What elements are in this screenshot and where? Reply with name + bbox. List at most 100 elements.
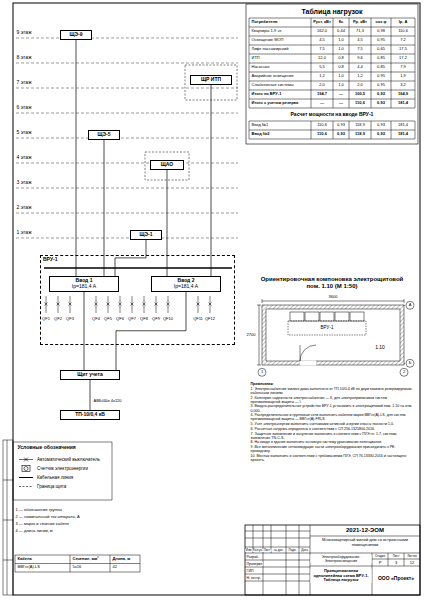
label-text: 4 — длина линии, м — [15, 529, 53, 534]
feeder-breaker — [120, 296, 121, 313]
node-text: ЩР ИТП — [193, 77, 229, 83]
load-table-grid — [333, 18, 334, 108]
label-text: ГИП — [246, 569, 254, 573]
feeder-breaker — [209, 303, 212, 306]
node-text: Iр=181,4 А — [154, 284, 218, 290]
label-text: Итого с учетом резерва — [251, 101, 299, 106]
label-text: 3 этаж — [16, 180, 32, 186]
feeder-breaker — [57, 303, 60, 306]
floor-line — [16, 188, 238, 189]
binding-strip — [7, 440, 8, 595]
feeder-breaker — [131, 303, 134, 306]
load-table-grid — [249, 54, 415, 55]
label-text: Насосная — [251, 65, 270, 70]
title-block-grid — [286, 525, 287, 595]
label-text: 4,4 — [357, 65, 364, 70]
label-text: № док. — [273, 549, 284, 552]
legend-sample — [18, 456, 34, 463]
label-text: Ввод №1 — [251, 123, 269, 128]
label-text: 17,2 — [399, 56, 408, 61]
legend-block: Автоматический выключательСчетчик электр… — [18, 455, 100, 491]
label-text: 1,0 — [338, 38, 345, 43]
binding-strip — [3, 520, 13, 521]
title-block-grid — [245, 531, 310, 532]
label-text: 6 этаж — [16, 105, 32, 111]
label-text: 5 этаж — [16, 130, 32, 136]
feeder-breaker — [45, 296, 212, 313]
load-table-grid — [311, 121, 312, 139]
load-table-grid — [246, 4, 418, 144]
label-text: 0,95 — [377, 38, 386, 43]
title-block-grid — [245, 574, 310, 575]
panel-box: ТП-10/0,4 кВ — [60, 410, 120, 420]
node-text: ВРУ-1 — [43, 257, 232, 263]
label-text: QF11 — [193, 317, 204, 322]
legend-row: Кабельная линия — [18, 473, 100, 482]
load-table-grid — [246, 4, 418, 144]
load-table-grid — [349, 18, 350, 108]
legend-row: Автоматический выключатель — [18, 455, 100, 464]
label-text: Сечение, мм² — [72, 557, 99, 562]
label-text: 3 — [394, 561, 397, 566]
note-text: 6. Расчетная нагрузка определена в соотв… — [250, 427, 416, 431]
label-text: Ориентировочная компоновка электрощитово… — [257, 276, 408, 290]
floor-line — [16, 163, 238, 164]
label-text: 12 — [409, 561, 414, 566]
cable-line — [211, 85, 212, 276]
note-text: 9. Все металлические нетоковедущие части… — [250, 445, 416, 453]
legend-sample — [18, 483, 34, 490]
note-text: 10. Монтаж выполнить в соответствии с тр… — [250, 454, 416, 462]
label-text: Итого по ВРУ-1 — [251, 92, 282, 97]
label-text: 2 — номинальный ток аппарата, А — [15, 515, 80, 520]
floor-line — [16, 213, 238, 214]
label-text: QF3 — [66, 317, 75, 322]
label-text: 164,9 — [397, 92, 408, 97]
label-text: Таблица нагрузок — [301, 8, 363, 16]
label-text: QF7 — [128, 317, 137, 322]
legend-row: Счетчик электроэнергии — [18, 464, 100, 473]
panel-box: ЩАО — [150, 160, 184, 170]
label-text: Лист — [392, 555, 400, 558]
label-text: Квартиры 1-9 эт. — [251, 29, 282, 34]
room-plan — [259, 305, 260, 365]
feeder-breaker — [167, 303, 170, 306]
room-plan — [300, 345, 301, 361]
label-text: 0,95 — [377, 83, 386, 88]
notes-block: Примечания:1. Электроснабжение жилого до… — [250, 382, 416, 463]
label-text: 194,7 — [316, 92, 327, 97]
feeder-breaker — [45, 303, 48, 306]
room-plan — [404, 299, 405, 303]
label-text: Многоквартирный жилой дом со встроенными… — [313, 538, 418, 547]
title-block-grid — [263, 525, 264, 595]
label-text: 0,93 — [377, 101, 386, 106]
label-text: QF2 — [54, 317, 63, 322]
label-text: ИТП — [251, 56, 260, 61]
label-text: Разраб. — [246, 555, 260, 559]
room-plan — [262, 301, 404, 302]
floor-line — [16, 138, 238, 139]
label-text: 110,6 — [398, 29, 409, 34]
label-text: Ввод №2 — [251, 132, 270, 137]
feeder-breaker — [197, 303, 200, 306]
label-text: — — [320, 101, 325, 106]
label-text: ВРУ-1 — [320, 325, 334, 330]
legend-text: Счетчик электроэнергии — [37, 466, 88, 471]
node-text: ЩАО — [153, 162, 181, 168]
label-text: 4 этаж — [16, 155, 32, 161]
label-text: Б — [408, 361, 412, 366]
label-text: 2021-12-ЭОМ — [346, 527, 385, 534]
legend-sample — [18, 465, 34, 472]
load-table-grid — [371, 18, 372, 108]
title-block-grid — [245, 581, 310, 582]
label-text: Кол.уч. — [253, 549, 264, 552]
legend-frame — [13, 442, 112, 500]
label-text: Подп. — [288, 549, 297, 552]
floor-line — [16, 113, 238, 114]
label-text: 2 этаж — [16, 205, 32, 211]
load-table-grid — [249, 99, 415, 100]
note-text: 8. На вводе в здание выполнить основную … — [250, 440, 416, 444]
note-text: Примечания: — [250, 382, 416, 386]
floor-line — [16, 88, 238, 89]
load-table-grid — [311, 18, 312, 108]
